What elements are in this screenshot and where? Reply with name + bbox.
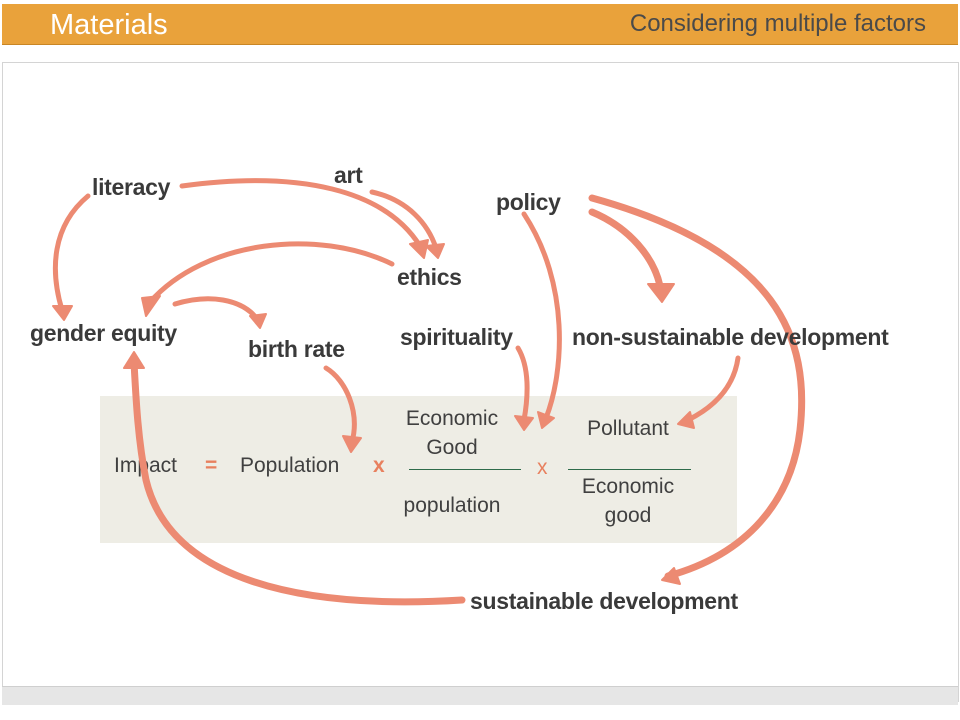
arrowhead-non-sustainable [647, 283, 675, 303]
arrowhead-ethics [409, 239, 429, 259]
arrow-policy-to-economic-good [521, 211, 562, 421]
equation-fraction1-numerator-line1: Economic [405, 407, 499, 430]
node-birth-rate: birth rate [248, 336, 345, 362]
equation-times-1: x [373, 454, 385, 477]
node-non-sustainable-development: non-sustainable development [572, 324, 889, 350]
content-frame-right [958, 62, 959, 702]
arrow-art-to-ethics [369, 189, 439, 251]
arrow-literacy-to-ethics [179, 178, 423, 249]
arrowhead-economic-good-spirituality [514, 415, 534, 431]
node-art: art [334, 162, 363, 188]
arrowhead-economic-good-policy [537, 411, 555, 429]
slide-subtitle: Considering multiple factors [629, 10, 926, 37]
equation-population: Population [240, 454, 340, 477]
equation-fraction2-numerator: Pollutant [587, 417, 669, 440]
equation-equals: = [205, 454, 218, 477]
arrow-birth-rate-to-population [323, 365, 357, 445]
node-sustainable-development: sustainable development [470, 588, 738, 614]
arrowhead-population [342, 435, 362, 453]
arrowhead-birth-rate [249, 313, 267, 329]
arrow-non-sustainable-to-pollutant [685, 355, 741, 423]
arrow-ethics-to-gender-equity [147, 241, 395, 305]
equation-fraction2-denominator-line1: Economic [581, 475, 675, 498]
arrowhead-gender-equity-from-sustainable [123, 351, 145, 369]
content-frame-left [2, 62, 3, 702]
equation-times-2: x [537, 456, 548, 479]
equation-fraction2-bar [568, 469, 691, 470]
arrow-policy-to-sustainable [588, 194, 806, 580]
equation-fraction1-bar [409, 469, 521, 470]
arrowhead-ethics-art [425, 243, 445, 259]
header-bar: Materials Considering multiple factors [2, 4, 958, 45]
arrowhead-gender-equity-from-ethics [141, 295, 161, 317]
node-gender-equity: gender equity [30, 320, 177, 346]
arrowhead-gender-equity [52, 305, 73, 321]
arrow-sustainable-to-gender-equity [130, 358, 466, 606]
arrowhead-sustainable [661, 567, 681, 585]
equation-fraction1-denominator: population [403, 494, 501, 517]
node-literacy: literacy [92, 174, 171, 200]
node-policy: policy [496, 189, 561, 215]
arrow-policy-to-non-sustainable [588, 208, 664, 290]
arrow-literacy-to-gender-equity [52, 193, 91, 313]
arrow-gender-equity-to-birth-rate [172, 296, 261, 323]
content-frame-top [2, 62, 958, 63]
equation-fraction1-numerator-line2: Good [426, 436, 478, 459]
equation-fraction2-denominator-line2: good [604, 504, 652, 527]
footer-bar [2, 686, 958, 705]
node-ethics: ethics [397, 264, 462, 290]
slide-title: Materials [50, 9, 168, 41]
arrow-spirituality-to-economic-good [515, 345, 530, 423]
arrowhead-pollutant [677, 411, 695, 429]
node-spirituality: spirituality [400, 324, 513, 350]
